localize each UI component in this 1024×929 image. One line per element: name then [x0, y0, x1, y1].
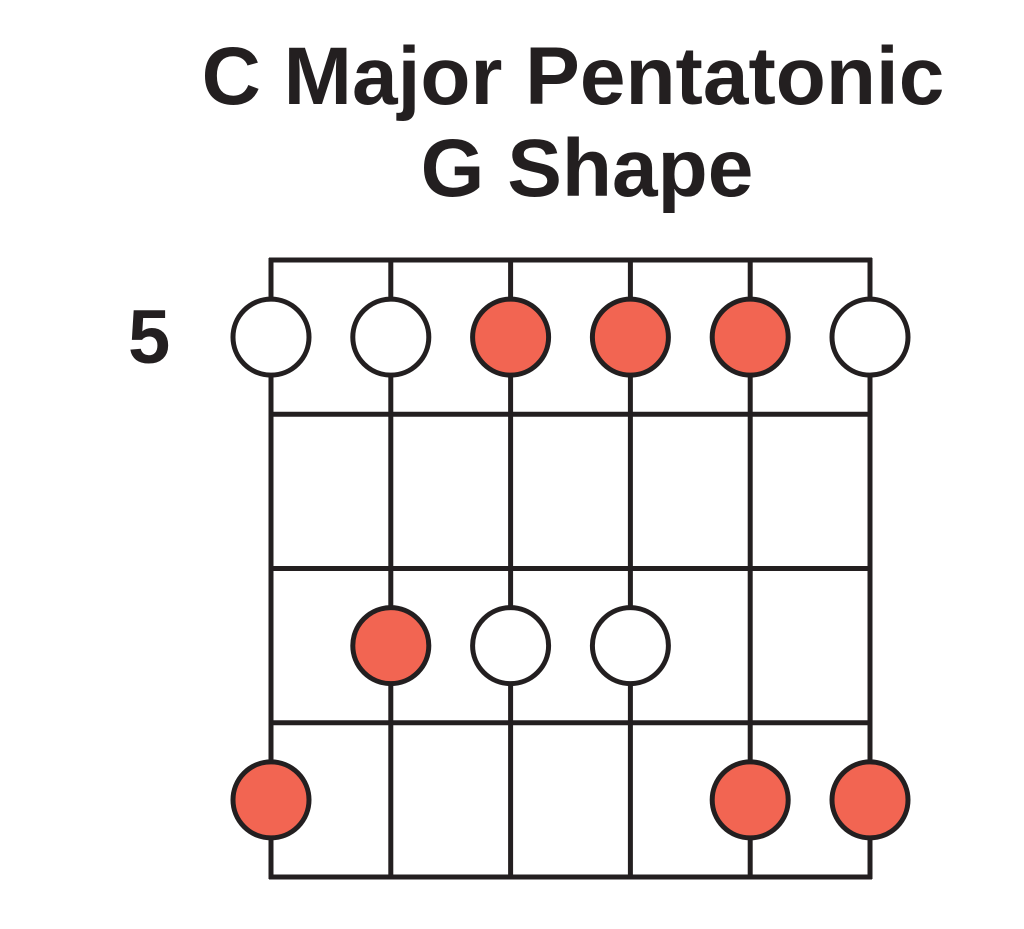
root-note-dot-s6-f4 — [829, 759, 911, 841]
root-note-dot-s5-f4 — [709, 759, 791, 841]
scale-note-dot-s2-f1 — [350, 296, 432, 378]
root-note-dot-s5-f1 — [709, 296, 791, 378]
scale-note-dot-s1-f1 — [230, 296, 312, 378]
root-note-dot-s4-f1 — [589, 296, 671, 378]
scale-note-dot-s6-f1 — [829, 296, 911, 378]
start-fret-label: 5 — [128, 295, 171, 380]
root-note-dot-s2-f3 — [350, 605, 432, 687]
scale-note-dot-s4-f3 — [589, 605, 671, 687]
root-note-dot-s1-f4 — [230, 759, 312, 841]
diagram-title: C Major Pentatonic — [201, 31, 945, 122]
scale-notes — [230, 296, 911, 841]
scale-note-dot-s3-f3 — [470, 605, 552, 687]
diagram-subtitle: G Shape — [420, 123, 754, 214]
root-note-dot-s3-f1 — [470, 296, 552, 378]
